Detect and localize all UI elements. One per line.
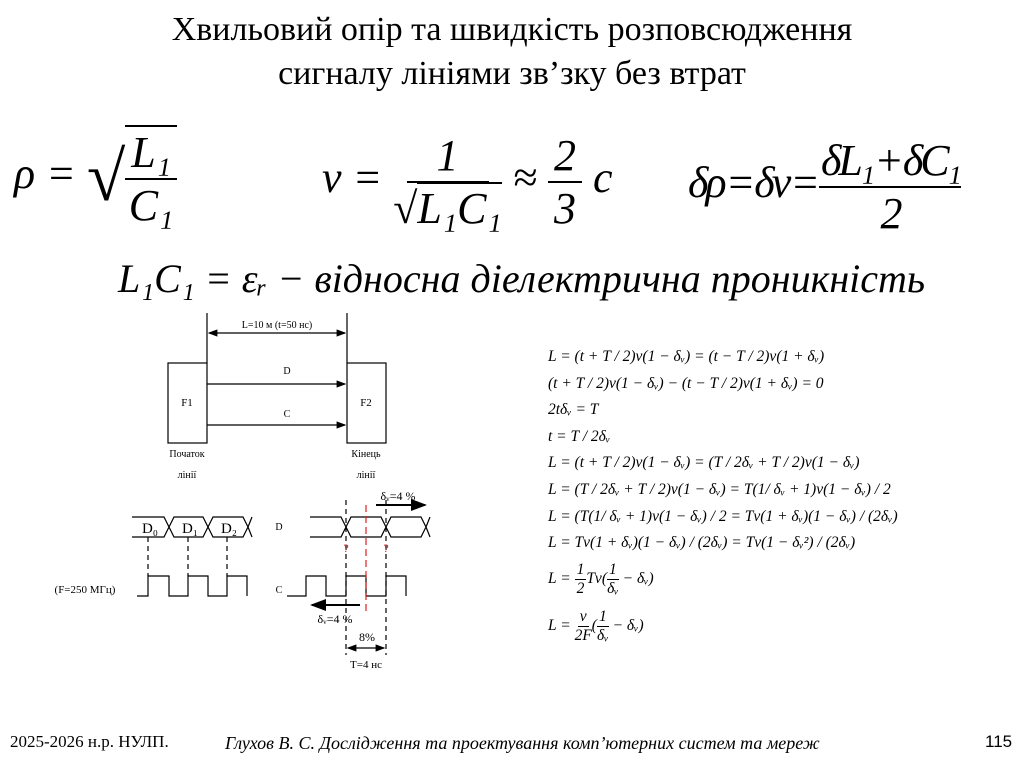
percent-label: 8% <box>359 630 375 644</box>
v-den: L₁C₁ <box>417 182 502 233</box>
end-label-1: Кінець <box>351 449 381 460</box>
eq10-d1: 2F <box>574 626 592 644</box>
equation-line: L = (T / 2δᵥ + T / 2)v(1 − δᵥ) = T(1/ δᵥ… <box>548 480 891 498</box>
eq10-tail: − δᵥ) <box>612 616 644 634</box>
c-line-label: C <box>284 409 291 420</box>
d1-label: D₁ <box>182 521 198 537</box>
freq-label: (F=250 МГц) <box>55 584 116 596</box>
eq9-n2: 1 <box>606 560 619 580</box>
f1-label: F1 <box>181 397 193 409</box>
end-label-2: лінії <box>357 470 376 481</box>
formula-permittivity: L₁C₁ = εᵣ − відносна діелектрична проник… <box>118 256 926 301</box>
d-line-label: D <box>283 366 290 377</box>
start-label-1: Початок <box>169 449 204 460</box>
equation-line: L = (t + T / 2)v(1 − δᵥ) = (t − T / 2)v(… <box>548 348 825 365</box>
question-mark-1: ? <box>343 541 348 555</box>
page-number: 115 <box>985 732 1013 751</box>
delta-lhs: δρ = δv = <box>688 158 820 208</box>
eq9-mid: Tv( <box>586 569 607 587</box>
eq10-mid: ( <box>591 616 597 634</box>
eq10-n1: v <box>577 607 589 627</box>
derivation: L = (t + T / 2)v(1 − δᵥ) = (t − T / 2)v(… <box>548 344 898 645</box>
eq9-lhs: L = <box>548 569 571 587</box>
f2-label: F2 <box>360 397 372 409</box>
v-approx: ≈ <box>512 153 537 203</box>
d2-label: D₂ <box>221 521 237 537</box>
f1-block <box>167 362 208 444</box>
v-num: 1 <box>406 130 489 183</box>
start-label-2: лінії <box>178 470 197 481</box>
eq10-d2: δᵥ <box>597 626 609 644</box>
eq9-d1: 2 <box>576 579 585 597</box>
timing-c-label: C <box>276 585 283 596</box>
delta-num: δL₁ + δC₁ <box>818 135 962 188</box>
length-label: L=10 м (t=50 нс) <box>242 320 312 331</box>
sqrt-icon: √ <box>393 184 418 233</box>
eq10-lhs: L = <box>548 616 571 634</box>
right-data-bus <box>310 516 431 538</box>
equation-line: L = Tv(1 + δᵥ)(1 − δᵥ) / (2δᵥ) = Tv(1 − … <box>548 534 856 552</box>
footer-author: Глухов В. С. Дослідження та проектування… <box>225 733 820 753</box>
equation-line: (t + T / 2)v(1 − δᵥ) − (t − T / 2)v(1 + … <box>548 374 824 392</box>
equation-line: t = T / 2δᵥ <box>548 427 611 445</box>
eq10-n2: 1 <box>596 607 609 627</box>
d0-label: D₀ <box>142 521 158 537</box>
rho-num: L₁ <box>125 127 178 180</box>
question-mark-2: ? <box>383 541 388 555</box>
delta-bottom-label: δᵥ=4 % <box>318 612 353 626</box>
eq9-n1: 1 <box>574 560 587 580</box>
formula-rho: ρ = √ L₁ C₁ <box>14 125 178 231</box>
rho-den: C₁ <box>128 181 174 230</box>
sqrt-icon: √ <box>86 139 126 216</box>
eq9-tail: − δᵥ) <box>622 569 654 587</box>
delta-den: 2 <box>880 189 902 238</box>
title-line-1: Хвильовий опір та швидкість розповсюджен… <box>171 11 853 48</box>
f2-block <box>346 362 387 444</box>
equation-line: L = (t + T / 2)v(1 − δᵥ) = (T / 2δᵥ + T … <box>548 454 860 472</box>
timing-d-label: D <box>275 522 282 533</box>
delta-top-label: δᵥ=4 % <box>381 489 416 503</box>
v-c: c <box>592 153 613 203</box>
period-label: T=4 нс <box>350 659 382 671</box>
title-line-2: сигналу лініями зв’зку без втрат <box>278 55 746 92</box>
left-data-bus <box>132 516 253 538</box>
equation-line: L = (T(1/ δᵥ + 1)v(1 − δᵥ) / 2 = Tv(1 + … <box>548 507 898 525</box>
rho-lhs: ρ = <box>14 149 76 199</box>
slide-title: Хвильовий опір та швидкість розповсюджен… <box>0 8 1024 96</box>
eq9-d2: δᵥ <box>607 579 619 597</box>
equation-line: 2tδᵥ = T <box>548 401 599 419</box>
footer-year: 2025-2026 н.р. НУЛП. <box>10 732 169 751</box>
v-num2: 2 <box>547 130 582 183</box>
v-den2: 3 <box>553 184 576 233</box>
v-lhs: v = <box>322 153 383 203</box>
left-clock <box>137 575 248 597</box>
